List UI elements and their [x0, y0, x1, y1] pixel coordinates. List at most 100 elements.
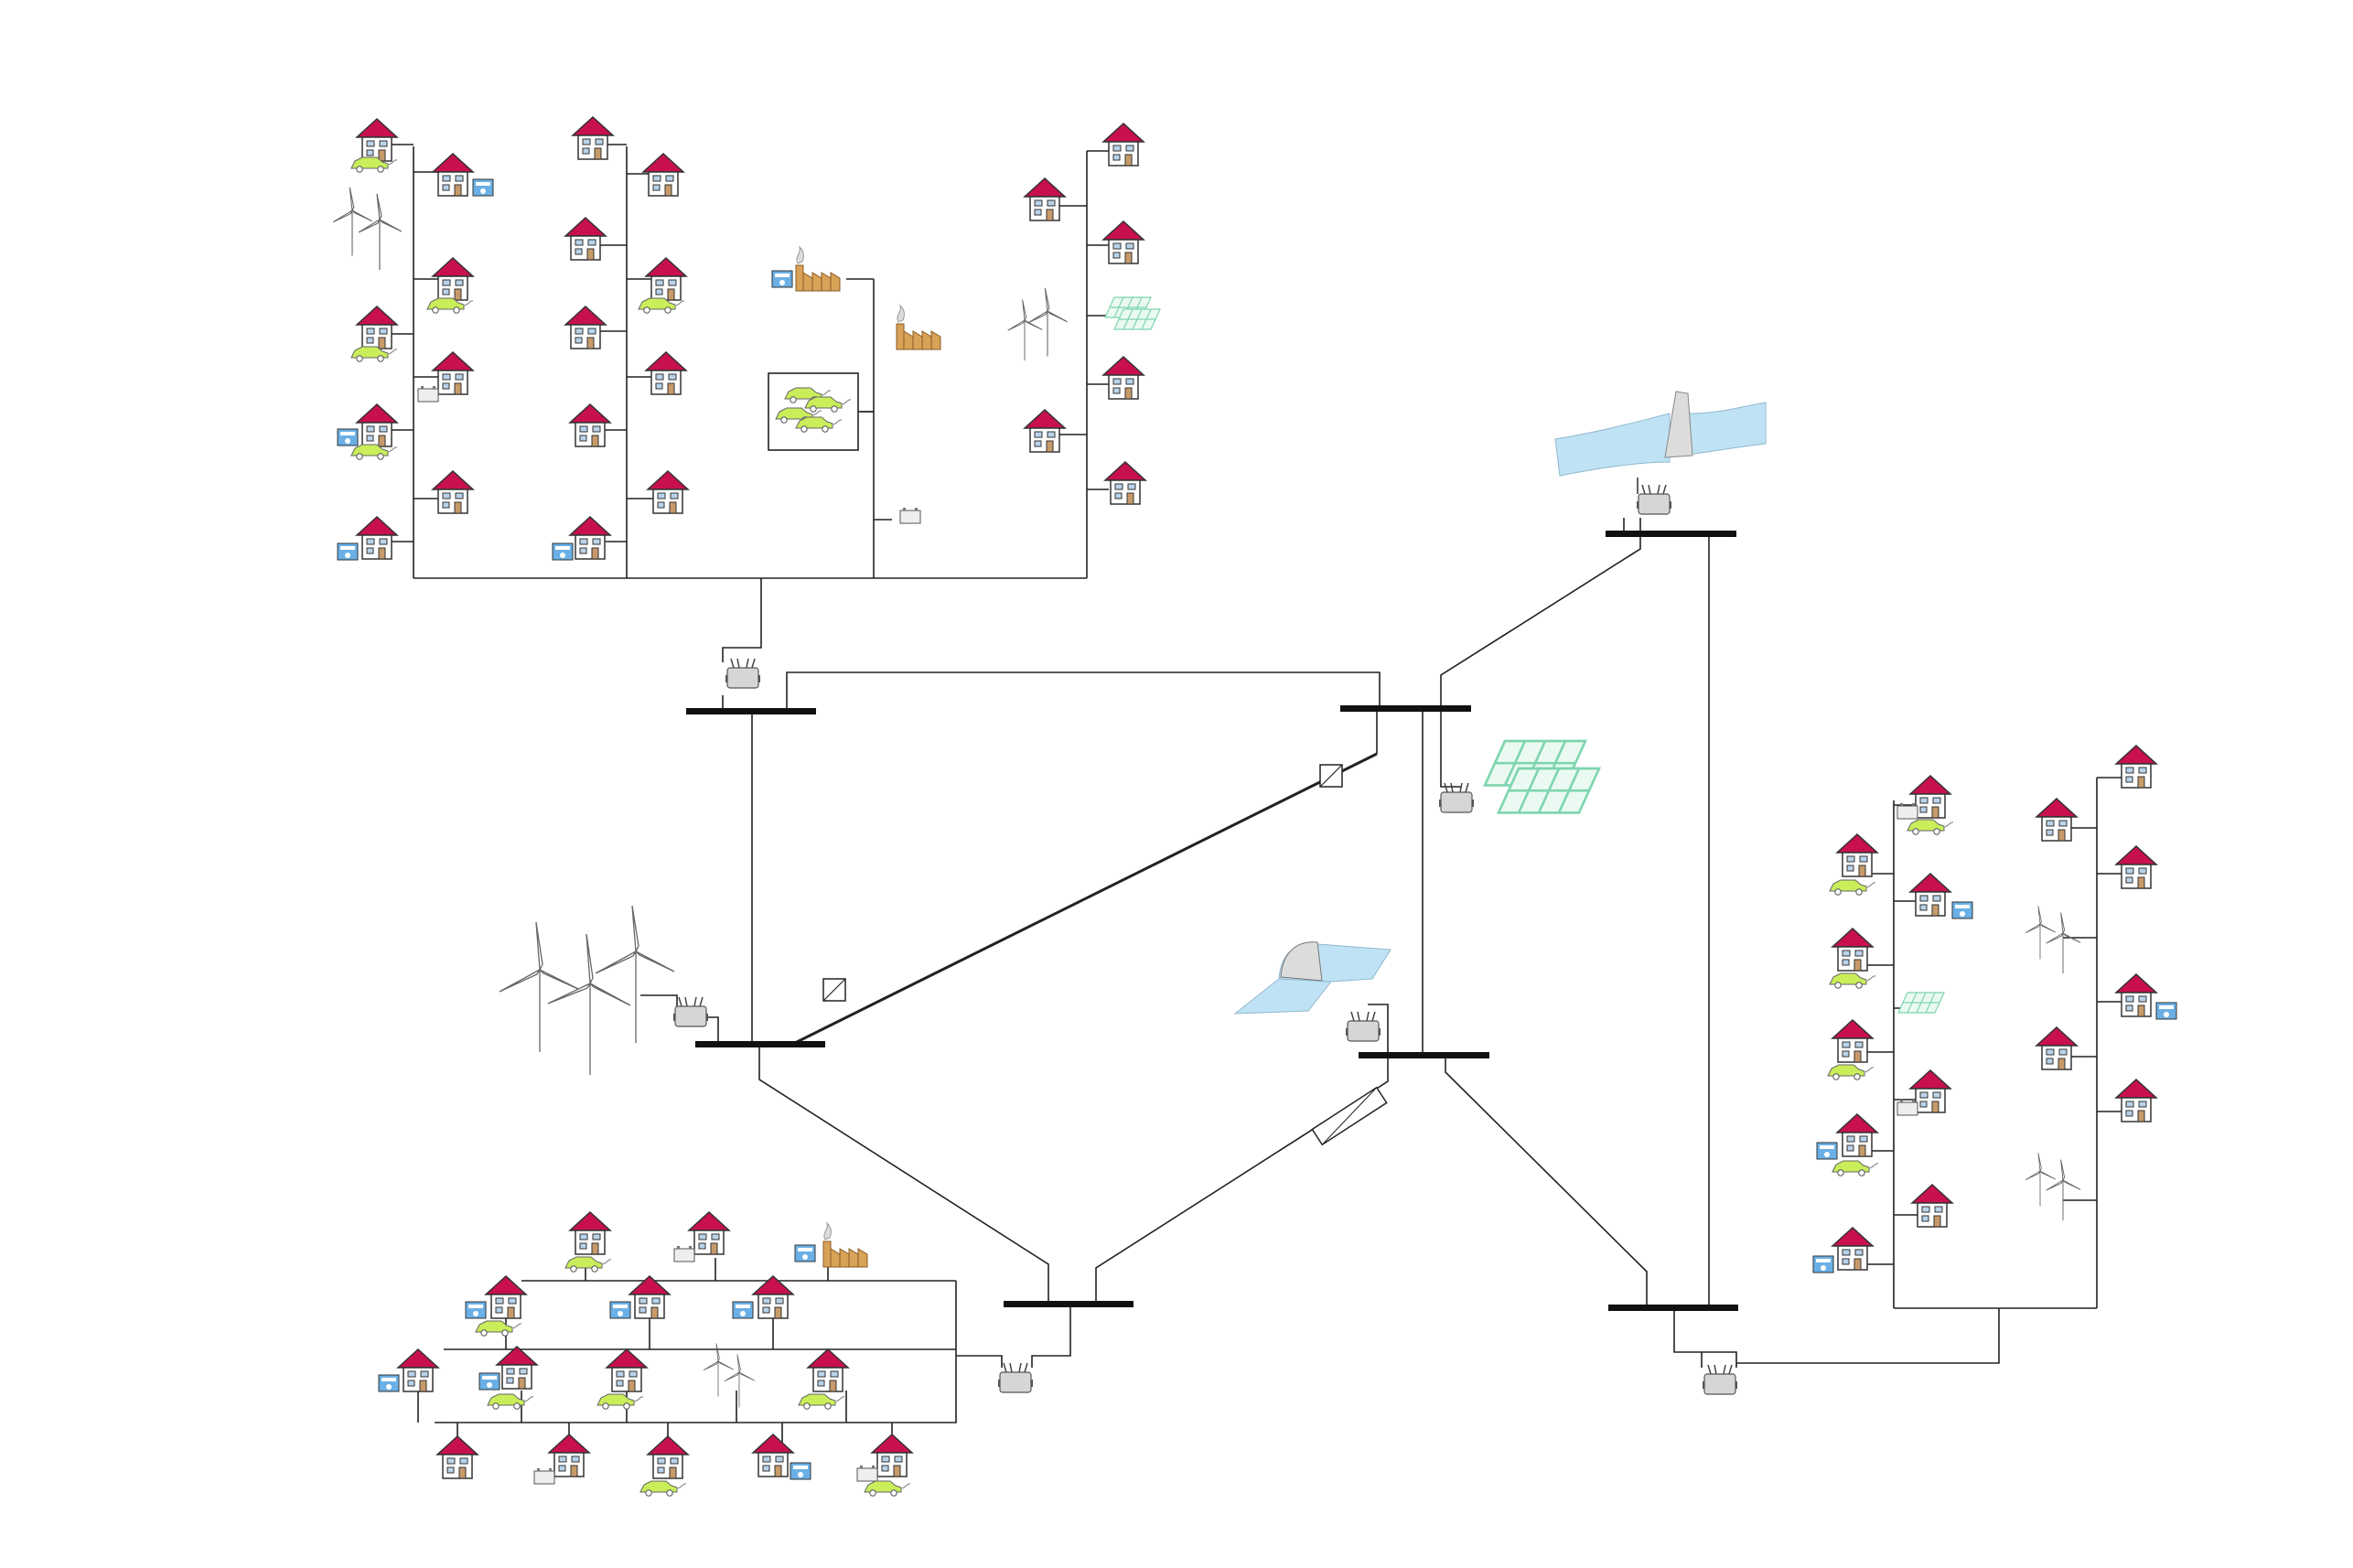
district-bottom-right: [1812, 745, 2177, 1273]
factory-icon: [795, 246, 841, 292]
appliance-icon: [794, 1244, 816, 1262]
house-icon: [564, 217, 607, 261]
house-icon: [432, 257, 474, 301]
electric-car-icon: [1832, 1160, 1879, 1176]
house-icon: [2115, 845, 2157, 889]
district-tl-connection: [722, 578, 762, 662]
line-bus-tr-to-hydro-bus: [1440, 534, 1641, 712]
electric-car-icon: [1829, 879, 1876, 896]
battery-icon: [1896, 1099, 1918, 1116]
line-bus-tr-to-solar-trafo: [1440, 712, 1462, 788]
house-icon: [1104, 461, 1146, 505]
bus-bottom-right: [1608, 1305, 1738, 1311]
transformer-icon: [672, 996, 709, 1027]
house-icon: [688, 1211, 730, 1255]
line-bus-ml-to-bus-tr-hvdc: [790, 752, 1378, 1047]
electric-car-icon: [564, 1256, 612, 1273]
house-icon: [432, 351, 474, 395]
electric-car-icon: [1907, 819, 1954, 835]
converter-icon: [1311, 1086, 1388, 1146]
house-icon: [629, 1275, 671, 1319]
stubs-tl-1: [377, 144, 446, 542]
appliance-icon: [465, 1301, 487, 1319]
house-icon: [645, 351, 687, 395]
battery-icon: [533, 1467, 555, 1485]
stubs-tl-4: [1057, 150, 1109, 490]
appliance-icon: [478, 1372, 500, 1391]
house-icon: [1832, 1019, 1874, 1063]
house-icon: [432, 153, 474, 197]
house-icon: [1102, 123, 1144, 166]
house-icon: [569, 516, 611, 560]
house-icon: [1102, 356, 1144, 400]
house-icon: [1832, 928, 1874, 972]
stubs-tl-2: [593, 144, 654, 542]
transformer-icon: [725, 658, 761, 689]
house-icon: [647, 470, 689, 514]
house-icon: [2115, 745, 2157, 789]
wind-farm-icon: [499, 905, 675, 1075]
solar-panel-icon: [1897, 992, 1945, 1014]
bus-br-to-trafo: [1673, 1308, 1737, 1368]
bus-middle-left: [695, 1041, 825, 1047]
wind-turbine-icon: [332, 187, 373, 257]
battery-icon: [417, 385, 439, 403]
house-icon: [569, 1211, 611, 1255]
house-icon: [1836, 833, 1878, 877]
appliance-icon: [552, 542, 574, 561]
transformer-icon: [997, 1362, 1034, 1393]
house-icon: [432, 470, 474, 514]
house-icon: [642, 153, 684, 197]
line-bus-tl-to-bus-tr: [786, 671, 1381, 712]
house-icon: [356, 306, 398, 349]
electric-car-icon: [864, 1480, 911, 1497]
house-icon: [871, 1434, 913, 1477]
house-icon: [356, 403, 398, 447]
house-icon: [606, 1348, 648, 1392]
appliance-icon: [771, 270, 793, 288]
house-icon: [572, 116, 614, 160]
electric-car-icon: [1829, 972, 1876, 989]
converters: [822, 764, 1388, 1146]
line-bus-ml-to-bus-bc: [758, 1045, 1049, 1304]
house-icon: [647, 1435, 689, 1479]
house-icon: [1909, 873, 1951, 917]
line-bus-mr-to-bus-br: [1445, 1057, 1648, 1308]
house-icon: [752, 1434, 794, 1477]
converter-icon: [822, 978, 846, 1002]
house-icon: [2036, 1026, 2078, 1070]
appliance-icon: [1951, 901, 1973, 919]
house-icon: [1911, 1184, 1953, 1228]
district-bl-box: [435, 1280, 957, 1423]
wind-turbine-icon: [358, 193, 403, 271]
electric-car-icon: [475, 1320, 522, 1337]
transformer-icon: [1345, 1011, 1381, 1042]
house-icon: [356, 516, 398, 560]
house-icon: [1836, 1113, 1878, 1157]
wind-turbine-icon: [1007, 299, 1043, 361]
transformer-icon: [1636, 484, 1672, 515]
bus-bc-to-trafo: [1031, 1304, 1071, 1368]
trafo-br-to-district: [1736, 1308, 2000, 1364]
wind-turbine-icon: [2046, 912, 2081, 974]
transformer-icon: [1702, 1364, 1738, 1395]
house-icon: [2115, 1079, 2157, 1122]
stubs-br-2: [2063, 777, 2127, 1201]
hydro-dam-icon: [1233, 941, 1391, 1015]
wind-turbine-icon: [2046, 1159, 2081, 1221]
appliance-icon: [790, 1462, 811, 1480]
ev-fleet-icon: [768, 372, 859, 451]
house-icon: [569, 403, 611, 447]
house-icon: [564, 306, 607, 349]
wind-turbine-icon: [1027, 287, 1069, 358]
appliance-icon: [337, 542, 359, 561]
electric-car-icon: [1827, 1064, 1875, 1080]
house-icon: [2036, 798, 2078, 842]
wires: [377, 144, 2127, 1455]
appliance-icon: [732, 1301, 754, 1319]
wind-turbine-icon: [724, 1353, 756, 1408]
house-icon: [2115, 973, 2157, 1017]
appliance-icon: [1816, 1142, 1838, 1160]
line-bus-mr-to-bus-bc: [1095, 1057, 1389, 1304]
stubs-br-1: [1866, 804, 1919, 1265]
